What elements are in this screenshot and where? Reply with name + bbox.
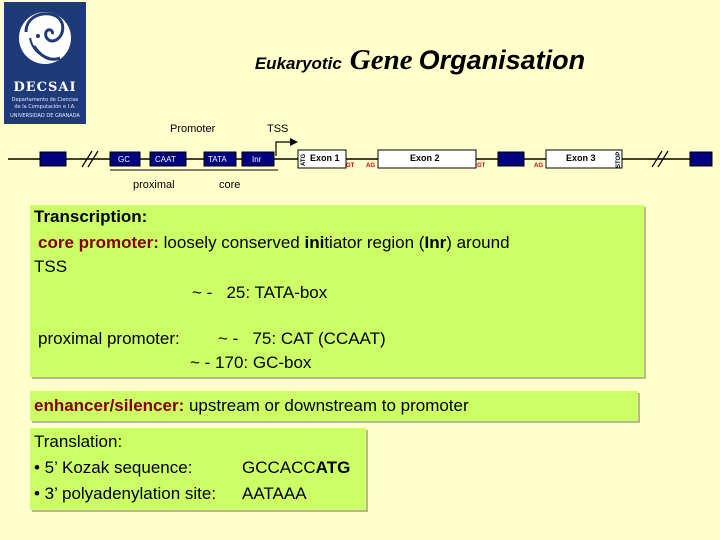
enhancer-line: enhancer/silencer: upstream or downstrea… — [34, 396, 469, 416]
splice-ag-1: AG — [366, 163, 375, 169]
title-part-1: Eukaryotic — [254, 54, 342, 73]
caat-box-label: CAAT — [155, 155, 176, 164]
logo-subtitle-2: de la Computación e I.A. — [14, 104, 76, 110]
kozak-label: • 5’ Kozak sequence: — [34, 458, 193, 477]
core-promoter-text-a: loosely conserved — [163, 233, 305, 252]
tss-arrow-icon — [275, 141, 294, 156]
exon-3 — [545, 149, 623, 169]
polya-label: • 3’ polyadenylation site: — [34, 484, 217, 503]
splice-gt-2: GT — [477, 163, 486, 169]
exon-1 — [297, 149, 347, 169]
inr-box-label: Inr — [252, 155, 262, 164]
tss-arrowhead-icon — [290, 138, 298, 146]
exon-2 — [377, 149, 477, 169]
proximal-promoter-label: proximal promoter: — [38, 329, 180, 348]
kozak-sequence-a: GCCACC — [242, 458, 316, 477]
caat-box-line: ~ - 75: CAT (CCAAT) — [218, 329, 386, 348]
kozak-sequence-b: ATG — [315, 458, 351, 477]
translation-panel: Translation: • 5’ Kozak sequence: GCCACC… — [30, 428, 366, 510]
enhancer-panel: enhancer/silencer: upstream or downstrea… — [30, 391, 638, 421]
transcription-heading: Transcription: — [34, 207, 148, 226]
tata-box-label: TATA — [208, 155, 227, 164]
splice-ag-2: AG — [534, 163, 543, 169]
exon-1-label: Exon 1 — [310, 153, 340, 163]
atg-label: ATG — [301, 153, 307, 166]
title-part-3: Organisation — [418, 45, 586, 75]
core-promoter-tss: TSS — [34, 257, 68, 276]
kozak-sequence: GCCACCATG — [242, 458, 350, 478]
element-box-downstream — [689, 151, 713, 167]
core-promoter-line: core promoter: loosely conserved initiat… — [38, 233, 510, 253]
core-promoter-text-ini: ini — [304, 233, 325, 252]
enhancer-text: upstream or downstream to promoter — [184, 396, 469, 415]
core-promoter-label: core promoter: — [38, 233, 159, 252]
label-promoter: Promoter — [170, 123, 216, 135]
gene-diagram: Promoter TSS proximal core GC CAAT TATA … — [8, 123, 713, 191]
decsai-logo: DECSAI Departamento de Ciencias de la Co… — [4, 2, 86, 124]
stop-label: STOP — [616, 152, 622, 168]
logo-subtitle-3: UNIVERSIDAD DE GRANADA — [10, 113, 80, 119]
caat-box — [149, 151, 187, 167]
break-mark-left — [81, 150, 99, 168]
tata-box-line: ~ - 25: TATA-box — [192, 283, 328, 302]
polya-sequence: AATAAA — [242, 484, 307, 503]
gc-box — [109, 151, 141, 167]
element-box-upstream — [39, 151, 67, 167]
gc-box-label: GC — [118, 155, 130, 164]
inr-box — [241, 151, 275, 167]
core-promoter-text-inr: Inr — [424, 233, 447, 252]
label-tss: TSS — [267, 123, 288, 135]
title-part-2: Gene — [349, 44, 413, 76]
translation-heading: Translation: — [34, 432, 123, 451]
break-mark-right — [651, 150, 669, 168]
core-promoter-text-b: tiator region ( — [324, 233, 425, 252]
core-promoter-text-c: ) around — [446, 233, 510, 252]
label-proximal: proximal — [133, 179, 175, 191]
intron-element-box — [497, 151, 525, 167]
exon-3-label: Exon 3 — [566, 153, 596, 163]
label-core: core — [219, 179, 240, 191]
splice-gt-1: GT — [346, 163, 355, 169]
tata-box — [203, 151, 237, 167]
gc-box-line: ~ - 170: GC-box — [190, 353, 312, 372]
ram-head-icon — [4, 2, 86, 80]
logo-subtitle-1: Departamento de Ciencias — [11, 97, 79, 103]
exon-2-label: Exon 2 — [410, 153, 440, 163]
logo-title: DECSAI — [13, 80, 77, 95]
transcription-panel: Transcription: core promoter: loosely co… — [30, 205, 644, 377]
enhancer-label: enhancer/silencer: — [34, 396, 185, 415]
